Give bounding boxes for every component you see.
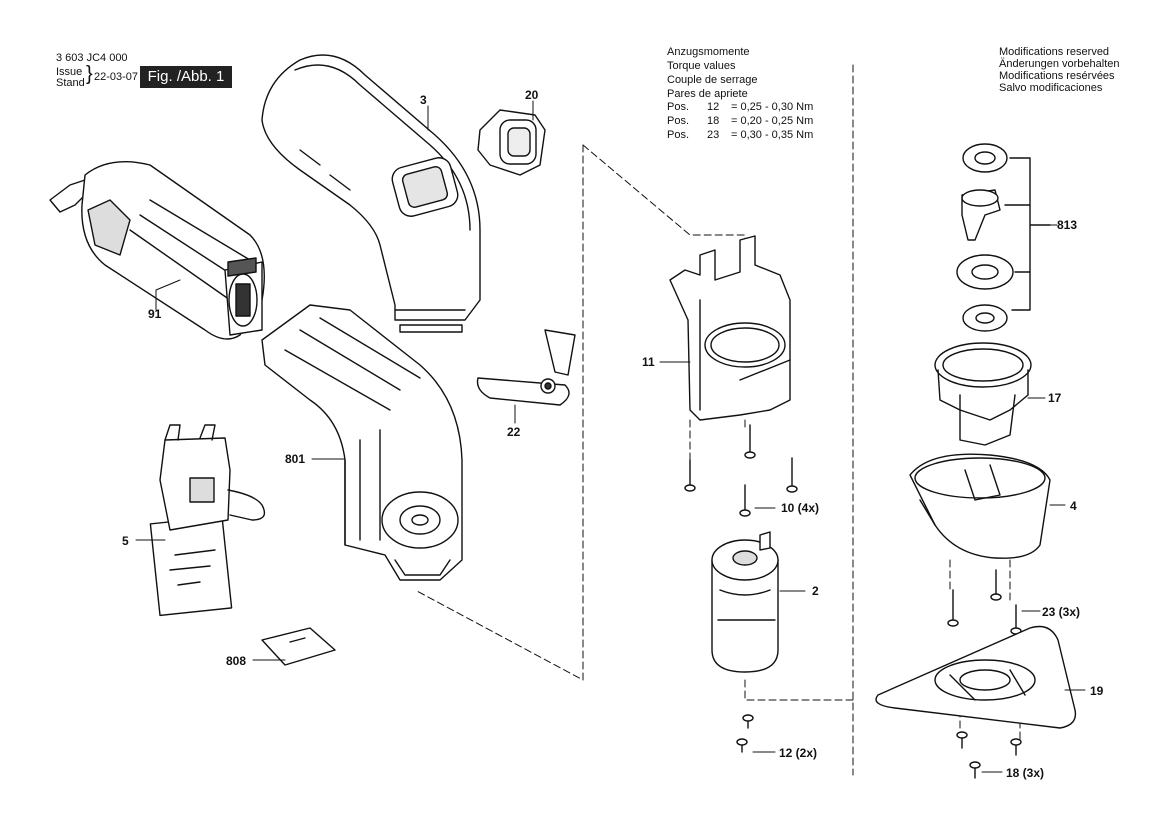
issue-date: 22-03-07	[94, 71, 139, 83]
part-813-bearing-set	[956, 143, 1051, 332]
torque-row: Pos. 12 = 0,25 - 0,30 Nm	[667, 101, 813, 113]
figure-label: Fig. /Abb. 1	[140, 66, 232, 88]
assembly-dash-lines	[414, 64, 1021, 776]
part-10-screws	[684, 424, 798, 517]
callout-part-808: 808	[226, 654, 247, 668]
part-5-electronics-board	[149, 424, 266, 617]
callout-part-5: 5	[122, 534, 129, 548]
callout-part-17: 17	[1048, 391, 1062, 405]
callout-part-10: 10 (4x)	[781, 501, 820, 515]
modifications-fr: Modifications resérvées	[999, 70, 1115, 82]
part-808-insulation-pad	[261, 627, 336, 666]
part-18-screws	[956, 731, 1022, 779]
stand-label: Stand	[56, 77, 85, 89]
torque-row: Pos. 18 = 0,20 - 0,25 Nm	[667, 115, 813, 127]
callout-part-813: 813	[1057, 218, 1078, 232]
callout-part-3: 3	[420, 93, 427, 107]
torque-pos-number: 18	[707, 115, 720, 127]
part-3-upper-housing	[261, 54, 481, 333]
part-801-lower-housing	[261, 304, 463, 581]
callout-part-12: 12 (2x)	[779, 746, 818, 760]
modifications-de: Änderungen vorbehalten	[999, 58, 1120, 70]
torque-pos-label: Pos.	[667, 101, 690, 113]
part-11-motor-bracket	[669, 235, 791, 421]
torque-pos-label: Pos.	[667, 115, 690, 127]
callout-part-23: 23 (3x)	[1042, 605, 1081, 619]
part-23-screws	[947, 569, 1022, 635]
torque-title-fr: Couple de serrage	[667, 74, 758, 86]
torque-title-de: Anzugsmomente	[667, 46, 750, 58]
torque-value: = 0,30 - 0,35 Nm	[731, 129, 814, 141]
part-19-sanding-plate	[875, 625, 1077, 729]
brace-glyph: }	[86, 63, 93, 85]
part-17-bearing-cage	[934, 342, 1032, 446]
part-20-switch-cap	[477, 109, 546, 176]
callout-part-20: 20	[525, 88, 539, 102]
callout-part-4: 4	[1070, 499, 1077, 513]
part-91-battery-pack	[49, 160, 265, 340]
part-22-clip	[476, 329, 576, 406]
torque-title-en: Torque values	[667, 60, 736, 72]
torque-pos-number: 12	[707, 101, 720, 113]
torque-pos-number: 23	[707, 129, 720, 141]
callout-part-91: 91	[148, 307, 162, 321]
callout-part-11: 11	[642, 355, 655, 369]
torque-value: = 0,25 - 0,30 Nm	[731, 101, 814, 113]
modifications-es: Salvo modificaciones	[999, 82, 1103, 94]
callout-part-22: 22	[507, 425, 521, 439]
leader-lines	[135, 100, 1086, 773]
torque-value: = 0,20 - 0,25 Nm	[731, 115, 814, 127]
part-4-base-housing	[909, 453, 1051, 559]
modifications-en: Modifications reserved	[999, 46, 1110, 58]
callout-part-18: 18 (3x)	[1006, 766, 1045, 780]
torque-pos-label: Pos.	[667, 129, 690, 141]
document-number: 3 603 JC4 000	[56, 52, 128, 64]
callout-part-801: 801	[285, 452, 306, 466]
issue-label: Issue	[56, 66, 83, 78]
callout-part-2: 2	[812, 584, 819, 598]
part-2-motor	[711, 531, 779, 673]
part-12-screws	[736, 714, 754, 753]
callout-part-19: 19	[1090, 684, 1104, 698]
torque-title-es: Pares de apriete	[667, 88, 748, 100]
torque-row: Pos. 23 = 0,30 - 0,35 Nm	[667, 129, 813, 141]
